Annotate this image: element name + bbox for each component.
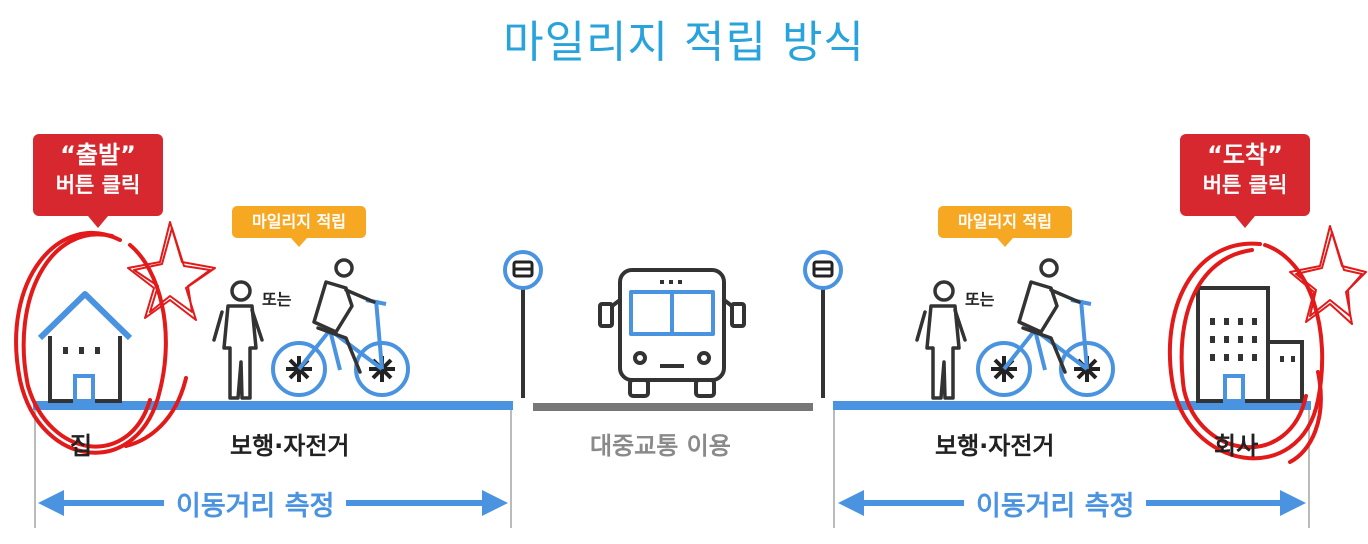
bus-stop-icon [803, 250, 843, 398]
label-walk-bike-right: 보행·자전거 [935, 432, 1055, 460]
segment-ticks [34, 410, 1310, 528]
start-callout: “출발” 버튼 클릭 [33, 134, 163, 228]
star-scribble-icon [127, 221, 216, 321]
page-title: 마일리지 적립 방식 [503, 17, 865, 68]
transit-path [533, 403, 813, 411]
mileage-tag-right: 마일리지 적립 [938, 206, 1072, 247]
or-label-left: 또는 [262, 290, 292, 309]
highlight-circle-right [1167, 241, 1325, 464]
pedestrian-icon [915, 280, 967, 400]
bus-icon [598, 268, 746, 398]
walk-path-left [33, 401, 513, 410]
cyclist-icon [271, 258, 410, 397]
end-callout-sub: 버튼 클릭 [1202, 173, 1288, 197]
label-home: 집 [70, 432, 93, 460]
building-icon [1196, 286, 1304, 403]
bus-stop-icon [503, 250, 543, 398]
measure-label-left: 이동거리 측정 [164, 484, 347, 523]
measure-label-right: 이동거리 측정 [964, 484, 1147, 523]
mileage-tag-left: 마일리지 적립 [232, 206, 366, 247]
start-callout-sub: 버튼 클릭 [55, 173, 141, 197]
start-callout-quote: “출발” [60, 141, 136, 169]
pedestrian-icon [212, 280, 264, 400]
end-callout: “도착” 버튼 클릭 [1180, 134, 1310, 228]
or-label-right: 또는 [965, 290, 995, 309]
highlight-circle-left [14, 231, 188, 455]
walk-path-right [833, 401, 1311, 410]
label-walk-bike-left: 보행·자전거 [230, 432, 350, 460]
label-office: 회사 [1214, 432, 1259, 460]
end-callout-quote: “도착” [1207, 141, 1283, 169]
star-scribble-icon [1289, 225, 1367, 325]
house-icon [37, 291, 133, 403]
label-transit: 대중교통 이용 [590, 432, 731, 460]
cyclist-icon [976, 258, 1115, 397]
